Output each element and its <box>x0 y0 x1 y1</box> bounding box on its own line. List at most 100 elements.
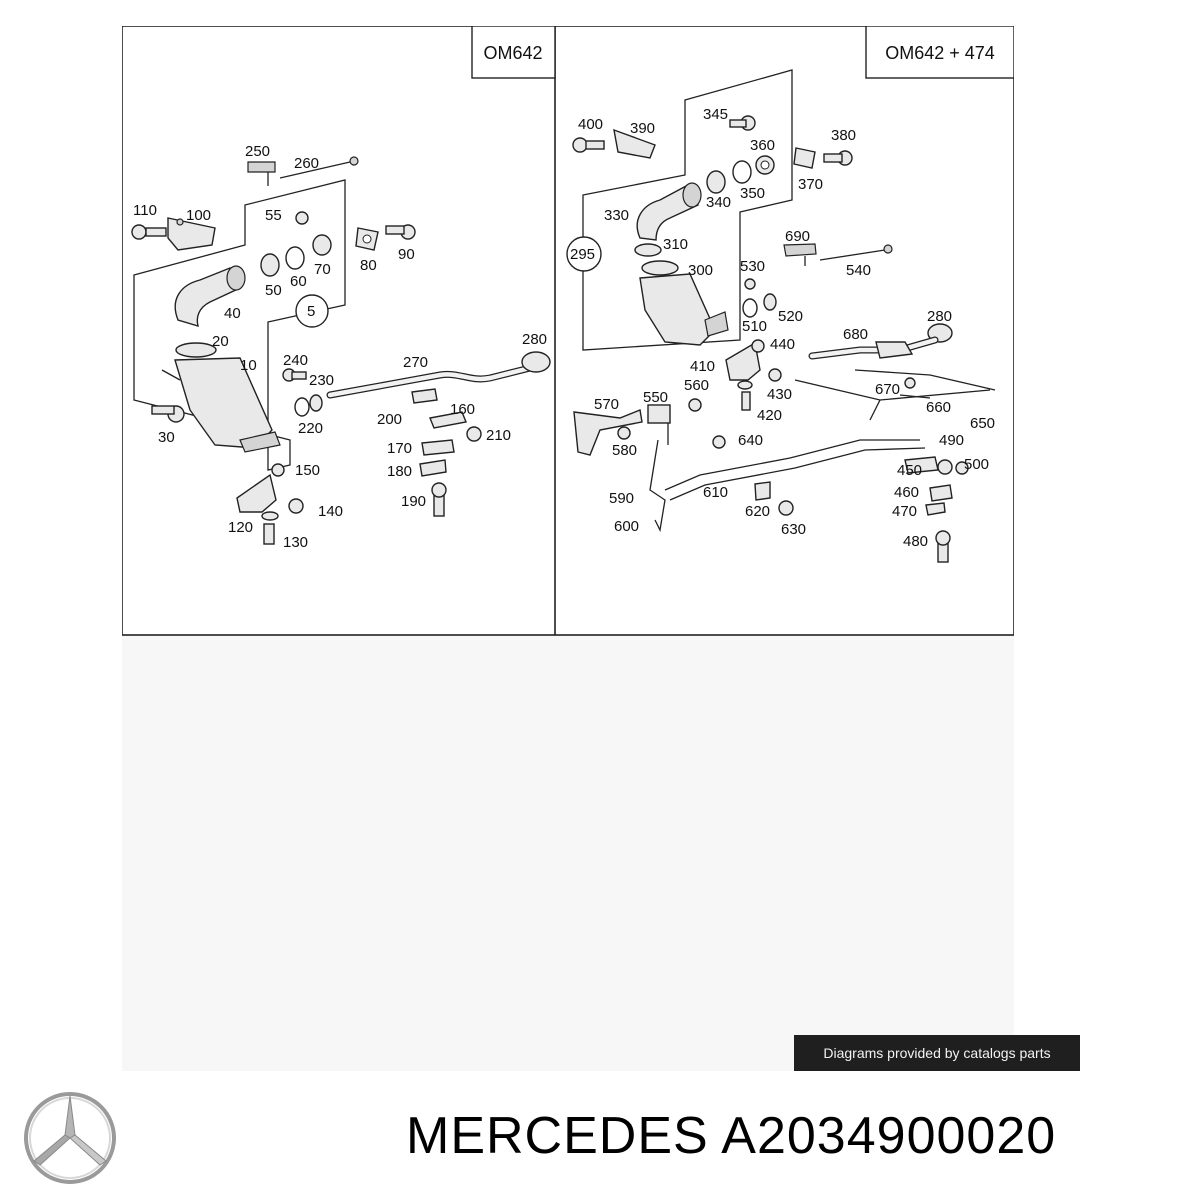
label-130: 130 <box>283 534 308 551</box>
label-110: 110 <box>133 202 157 219</box>
left-parts-170-180-190 <box>419 439 455 517</box>
right-pipe-680 <box>808 336 939 360</box>
label-160: 160 <box>450 401 475 418</box>
label-190: 190 <box>401 493 426 510</box>
left-header-box: OM642 <box>471 26 556 79</box>
right-catalyst-300 <box>634 243 729 346</box>
right-sensors-690-540 <box>783 243 893 266</box>
left-labels: 250 260 110 100 55 50 60 70 80 90 40 5 2… <box>133 143 547 551</box>
right-lines-650-660-670 <box>794 369 996 421</box>
right-sensor-550-560 <box>647 398 702 445</box>
left-bracket-100 <box>167 217 216 251</box>
label-480: 480 <box>903 533 928 550</box>
label-60: 60 <box>290 273 307 290</box>
label-370: 370 <box>798 176 823 193</box>
left-bolt-110 <box>131 224 167 240</box>
label-400: 400 <box>578 116 603 133</box>
label-40: 40 <box>224 305 241 322</box>
label-70: 70 <box>314 261 331 278</box>
label-450: 450 <box>897 462 922 479</box>
left-hangers-200-210 <box>411 388 482 442</box>
label-300: 300 <box>688 262 713 279</box>
label-180: 180 <box>387 463 412 480</box>
right-bracket-570-580 <box>573 409 643 456</box>
label-345: 345 <box>703 106 728 123</box>
label-55: 55 <box>265 207 282 224</box>
diagram-area: OM642 OM642 + 474 <box>122 26 1014 1071</box>
label-550: 550 <box>643 389 668 406</box>
left-bolt-30 <box>151 405 185 423</box>
label-670: 670 <box>875 381 900 398</box>
mercedes-star-icon <box>24 1092 116 1184</box>
right-bolt-400 <box>572 137 605 153</box>
label-120: 120 <box>228 519 253 536</box>
label-430: 430 <box>767 386 792 403</box>
label-570: 570 <box>594 396 619 413</box>
label-310: 310 <box>663 236 688 253</box>
label-220: 220 <box>298 420 323 437</box>
label-380: 380 <box>831 127 856 144</box>
label-260: 260 <box>294 155 319 172</box>
label-630: 630 <box>781 521 806 538</box>
right-group-outline <box>582 69 793 351</box>
label-410: 410 <box>690 358 715 375</box>
label-90: 90 <box>398 246 415 263</box>
right-parts-345-360 <box>729 115 775 175</box>
right-parts-510-520-530 <box>742 278 777 318</box>
label-660: 660 <box>926 399 951 416</box>
label-600: 600 <box>614 518 639 535</box>
label-240: 240 <box>283 352 308 369</box>
label-500: 500 <box>964 456 989 473</box>
label-250: 250 <box>245 143 270 160</box>
label-100: 100 <box>186 207 211 224</box>
right-pipe-330 <box>636 182 702 241</box>
label-490: 490 <box>939 432 964 449</box>
label-360: 360 <box>750 137 775 154</box>
label-460: 460 <box>894 484 919 501</box>
product-title: MERCEDES A2034900020 <box>406 1107 1057 1165</box>
label-330: 330 <box>604 207 629 224</box>
label-540: 540 <box>846 262 871 279</box>
left-pipe-40 <box>174 265 246 328</box>
label-50: 50 <box>265 282 282 299</box>
left-rings-50-60-70 <box>260 211 332 277</box>
label-590: 590 <box>609 490 634 507</box>
label-350: 350 <box>740 185 765 202</box>
left-bracket-120 <box>236 463 304 545</box>
left-gasket-80-bolt-90 <box>355 224 416 251</box>
left-bolts-240-230 <box>282 368 307 382</box>
label-680: 680 <box>843 326 868 343</box>
right-header: OM642 + 474 <box>885 43 995 63</box>
left-catalyst-10 <box>161 342 281 453</box>
label-270: 270 <box>403 354 428 371</box>
label-560: 560 <box>684 377 709 394</box>
label-580: 580 <box>612 442 637 459</box>
brand-footer: MERCEDES A2034900020 <box>0 1080 1200 1200</box>
label-510: 510 <box>742 318 767 335</box>
label-10: 10 <box>240 357 257 374</box>
left-circle-callout-5 <box>295 294 329 328</box>
right-header-box: OM642 + 474 <box>865 26 1014 79</box>
right-labels: 400 390 345 360 380 370 340 350 330 310 … <box>570 106 995 550</box>
label-230: 230 <box>309 372 334 389</box>
right-bracket-390 <box>613 128 656 159</box>
right-parts-620-630 <box>754 481 794 516</box>
label-20: 20 <box>212 333 229 350</box>
label-5: 5 <box>307 303 315 320</box>
diagram-credit-caption: Diagrams provided by catalogs parts <box>794 1035 1080 1071</box>
diagram-frame <box>122 26 1014 636</box>
label-150: 150 <box>295 462 320 479</box>
right-hangers-450-500-460-470 <box>904 456 969 563</box>
label-390: 390 <box>630 120 655 137</box>
label-200: 200 <box>377 411 402 428</box>
right-gasket-370-bolt-380 <box>793 147 853 169</box>
label-470: 470 <box>892 503 917 520</box>
left-header: OM642 <box>483 43 542 63</box>
label-610: 610 <box>703 484 728 501</box>
label-420: 420 <box>757 407 782 424</box>
left-sensor-260 <box>279 156 359 179</box>
right-bracket-410-440 <box>725 339 782 411</box>
label-140: 140 <box>318 503 343 520</box>
label-295: 295 <box>570 246 595 263</box>
label-170: 170 <box>387 440 412 457</box>
